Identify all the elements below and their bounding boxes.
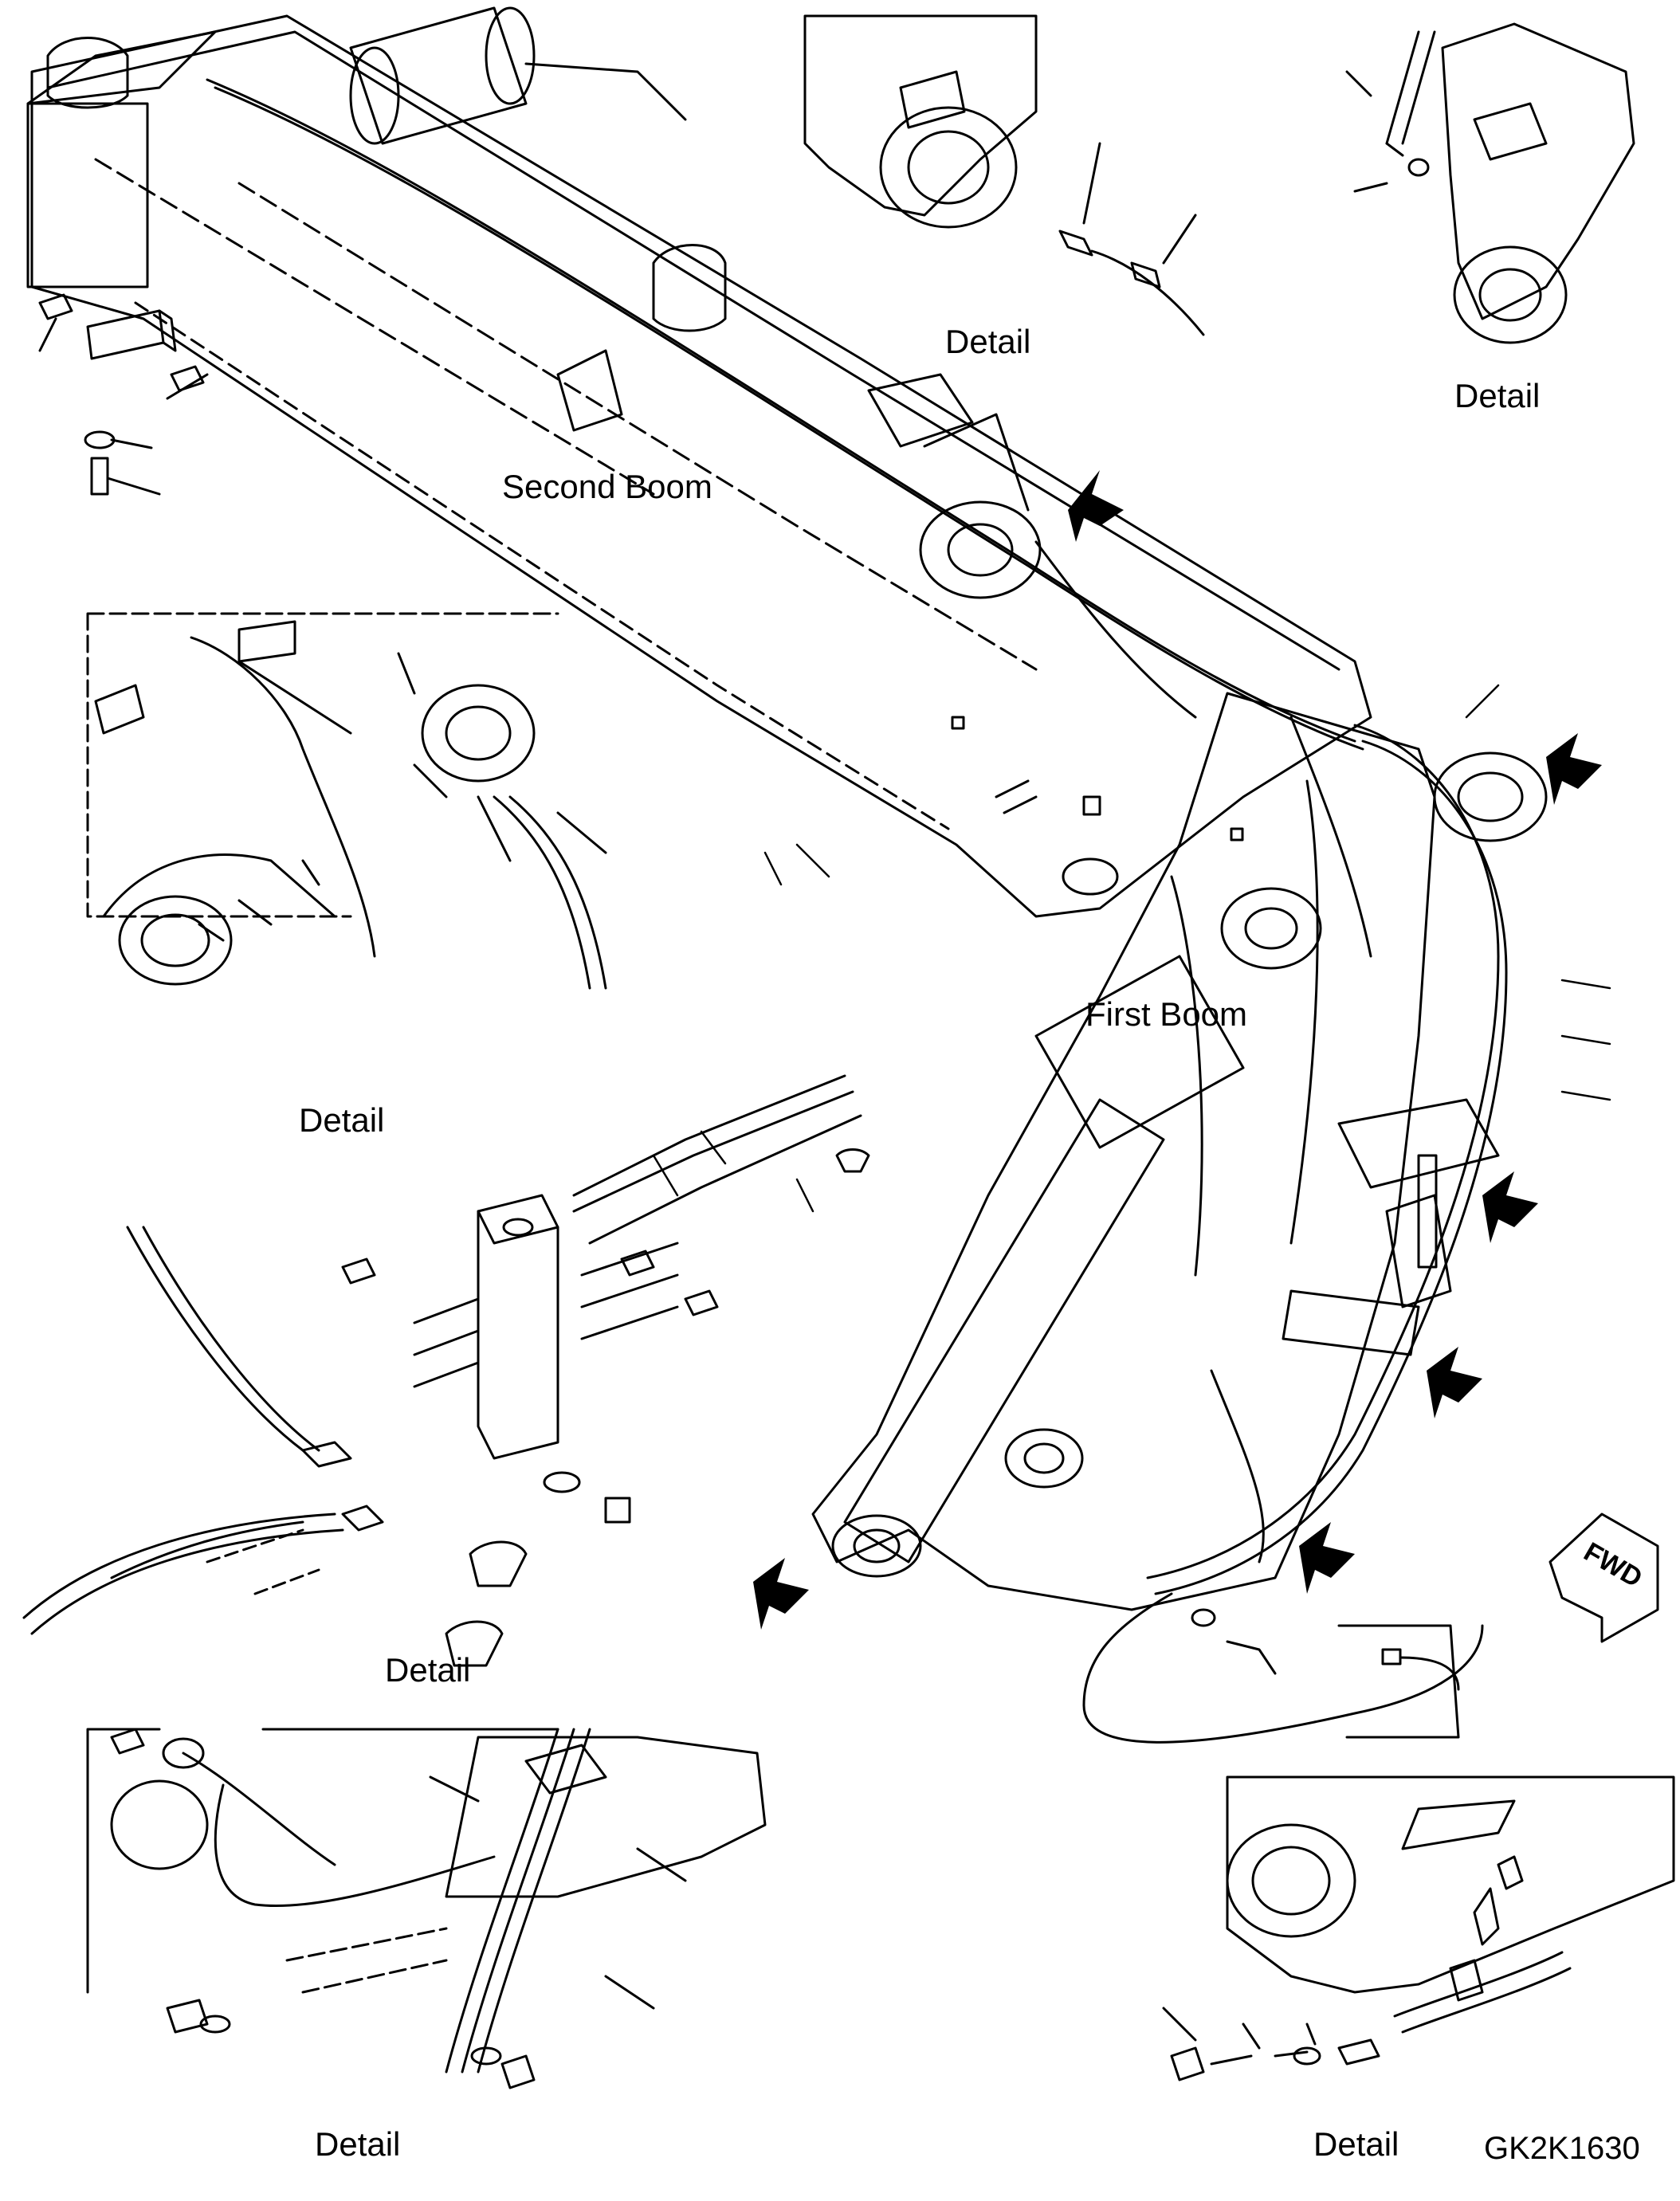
detail-bottom-left-drawing: [86, 1728, 767, 2089]
first-boom-drawing: [811, 692, 1548, 1744]
detail-label-top-middle: Detail: [945, 323, 1031, 360]
second-boom-drawing: [26, 6, 1372, 918]
detail-top-middle-drawing: [803, 14, 1205, 336]
detail-middle-left-drawing: [86, 612, 607, 990]
first-boom-label: First Boom: [1085, 995, 1248, 1033]
detail-label-middle-left: Detail: [299, 1101, 385, 1139]
detail-top-right-drawing: [1345, 22, 1635, 344]
detail-bottom-right-drawing: [1162, 1775, 1675, 2081]
second-boom-label: Second Boom: [502, 468, 712, 505]
callout-arrows: [753, 470, 1602, 1630]
forward-arrow-icon: [1549, 1512, 1659, 1643]
detail-label-bottom-right: Detail: [1313, 2125, 1399, 2163]
detail-manifold-drawing: [22, 1074, 870, 1667]
leader-lines: [652, 684, 1611, 1213]
drawing-code: GK2K1630: [1484, 2131, 1640, 2166]
detail-label-top-right: Detail: [1454, 377, 1541, 414]
detail-label-bottom-left: Detail: [315, 2125, 401, 2163]
detail-bracket-drawing: [38, 293, 209, 496]
detail-label-manifold: Detail: [385, 1651, 471, 1689]
